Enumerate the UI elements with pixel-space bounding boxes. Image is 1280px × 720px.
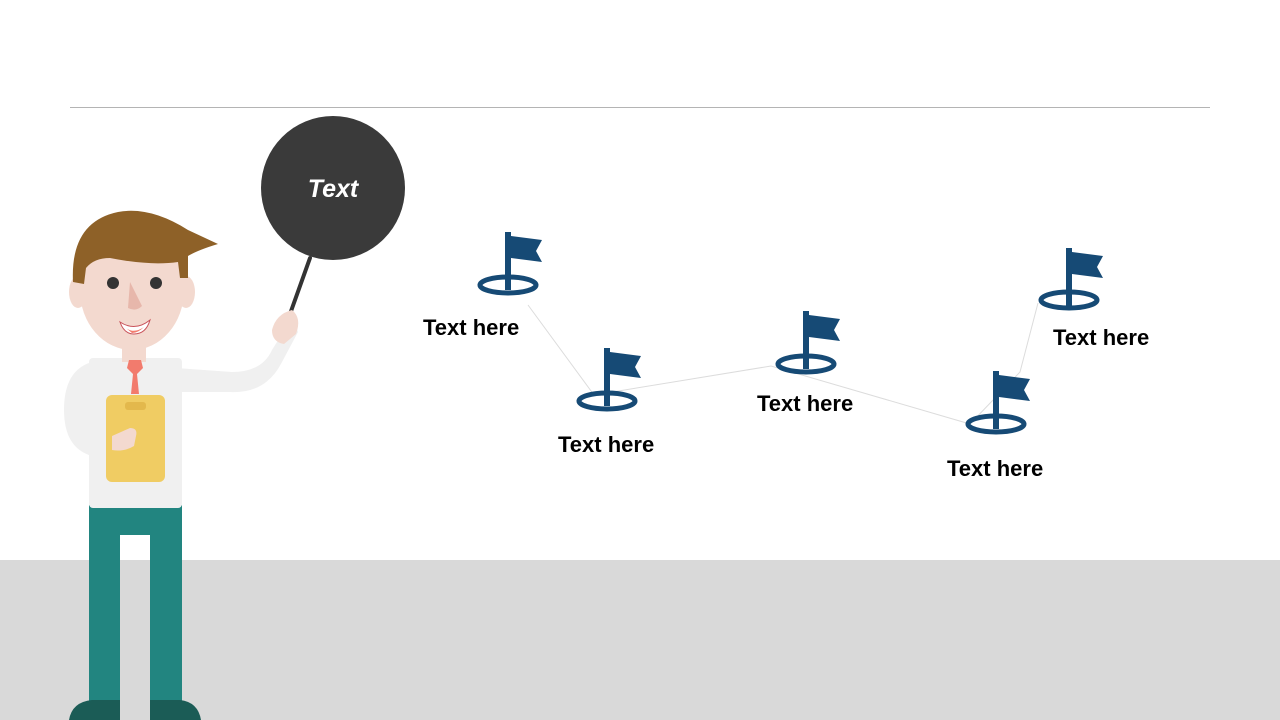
milestone-label-4: Text here: [947, 456, 1044, 481]
speech-bubble: [261, 116, 405, 260]
milestone-label-2: Text here: [558, 432, 655, 457]
flag-icon: [576, 348, 641, 412]
flag-icon: [965, 371, 1030, 435]
presenter-character: [64, 210, 299, 720]
flag-icon: [775, 311, 840, 375]
flag-icon: [477, 232, 542, 296]
flag-icon: [1038, 248, 1103, 311]
floor-band: [0, 560, 1280, 720]
milestone-label-5: Text here: [1053, 325, 1150, 350]
milestone-label-3: Text here: [757, 391, 854, 416]
speech-bubble-text: Text: [307, 175, 359, 203]
milestone-path: [527, 302, 1039, 425]
milestone-label-1: Text here: [423, 315, 520, 340]
header-divider: [70, 107, 1210, 108]
